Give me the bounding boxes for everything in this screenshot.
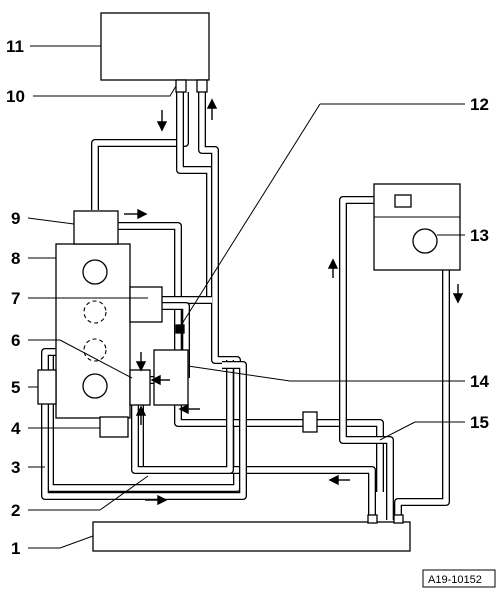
callout-9: 9 [11,209,20,228]
expansion-tank [373,183,461,271]
flow-arrows [124,98,464,506]
figure-id: A19-10152 [428,574,482,586]
figure-id-box: A19-10152 [422,569,496,588]
arrow-down-10 [156,110,168,132]
component-7 [129,286,163,323]
callout-15: 15 [470,413,489,432]
component-12 [175,324,185,334]
arrow-up-6 [135,405,147,425]
cylinder-4 [82,373,108,399]
engine-block [55,243,131,419]
callout-12: 12 [470,95,489,114]
callout-14: 14 [470,372,489,391]
callout-8: 8 [11,249,20,268]
component-5 [37,369,57,405]
cylinder-1 [82,259,108,285]
callout-6: 6 [11,331,20,350]
callout-3: 3 [11,458,20,477]
heater-connectors [175,79,208,93]
cylinder-3 [83,338,107,362]
heater-heat-exchanger [100,12,210,81]
callout-labels: 11 10 12 9 13 8 7 6 5 14 15 4 3 2 1 [6,37,489,558]
callout-1: 1 [11,539,20,558]
radiator-connectors [367,514,404,524]
hose-expansion-return [394,268,450,520]
hose-heater-loop-left [91,92,189,210]
arrow-down-6 [135,352,147,372]
callout-4: 4 [11,419,21,438]
callout-2: 2 [11,501,20,520]
hose-14 [174,378,384,492]
arrow-left-14 [150,374,170,386]
thermostat-housing [73,210,119,245]
arrow-right-9 [124,208,148,220]
callout-10: 10 [6,87,25,106]
leader-lines [27,45,465,549]
callout-7: 7 [11,289,20,308]
callout-5: 5 [11,378,20,397]
arrow-left-bottom [328,474,350,486]
arrow-up-10 [206,98,218,120]
component-4 [99,416,129,438]
callout-13: 13 [470,226,489,245]
callout-11: 11 [6,37,24,56]
component-14 [153,349,189,406]
arrow-down-13 [452,284,464,304]
radiator [92,521,411,552]
arrow-up-15 [327,258,339,278]
arrow-left-mid [178,403,200,415]
component-6 [129,369,151,406]
cylinder-2 [83,300,107,324]
arrow-right-bottom [145,494,168,506]
hose-coupling [302,411,318,433]
